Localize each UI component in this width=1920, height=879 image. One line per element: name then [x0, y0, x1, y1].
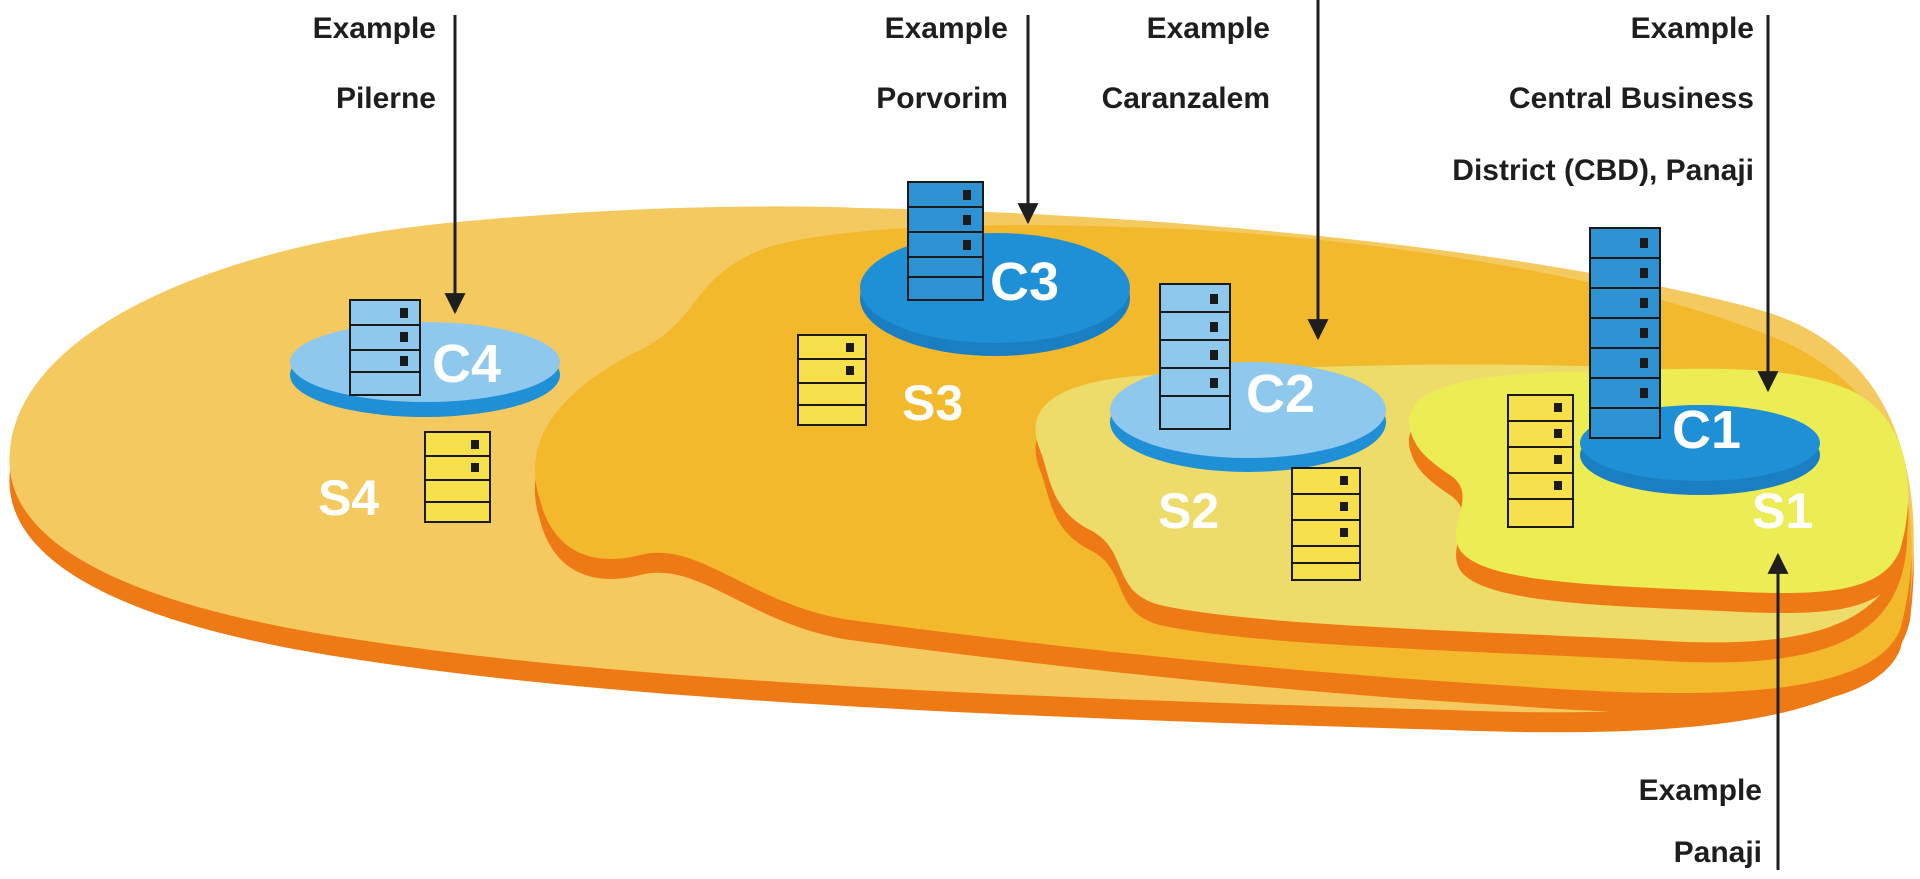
- place-label-c3: Porvorim: [876, 82, 1008, 115]
- building-s2-icon: [1291, 467, 1361, 581]
- place-label-s1: Panaji: [1674, 836, 1762, 869]
- core-label-c4: C4: [432, 334, 501, 394]
- example-label-c1: Example: [1631, 12, 1754, 45]
- building-s1-icon: [1507, 394, 1574, 528]
- example-label-c2: Example: [1147, 12, 1270, 45]
- building-s3-icon: [797, 334, 867, 426]
- example-label-c4: Example: [313, 12, 436, 45]
- ring-label-s1: S1: [1752, 483, 1813, 539]
- building-c2-icon: [1159, 283, 1231, 430]
- building-s4-icon: [424, 431, 491, 523]
- core-label-c2: C2: [1246, 364, 1315, 424]
- place-label-c2: Caranzalem: [1102, 82, 1270, 115]
- place-label-c4: Pilerne: [336, 82, 436, 115]
- example-label-s1: Example: [1639, 774, 1762, 807]
- building-c1-icon: [1589, 227, 1661, 439]
- building-c3-icon: [907, 181, 984, 301]
- ring-label-s2: S2: [1158, 483, 1219, 539]
- example-label-c3: Example: [885, 12, 1008, 45]
- ring-label-s4: S4: [318, 470, 379, 526]
- core-label-c3: C3: [990, 252, 1059, 312]
- place-label-c1-line2: District (CBD), Panaji: [1452, 154, 1754, 187]
- core-label-c1: C1: [1672, 400, 1741, 460]
- building-c4-icon: [349, 299, 421, 396]
- ring-label-s3: S3: [902, 375, 963, 431]
- core-c4: [290, 322, 560, 417]
- place-label-c1-line1: Central Business: [1509, 82, 1754, 115]
